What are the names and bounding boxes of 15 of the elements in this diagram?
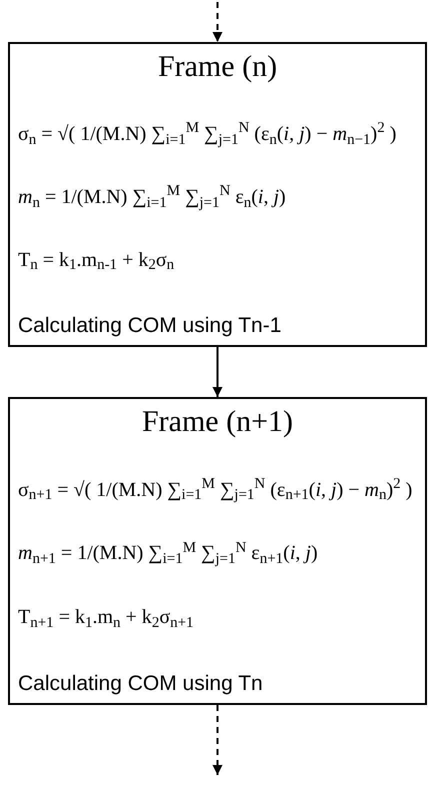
arrow [212, 2, 222, 42]
process-box [8, 397, 427, 705]
formula: m$_{n+1}$ = 1/(M.N) ∑$_{i=1}$$^{M}$ ∑$_{j=1}$$^{N}$ ε$_{n+1}$(i, j) [18, 540, 319, 568]
formula: m$_{n}$ = 1/(M.N) ∑$_{i=1}$$^{M}$ ∑$_{j=1}$$^{N}$ ε$_{n}$(i, j) [18, 184, 287, 212]
step-text: Calculating COM using Tn [18, 670, 264, 696]
formula: σ$_{n}$ = √( 1/(M.N) ∑$_{i=1}$$^{M}$ ∑$_{j=1}$$^{N}$ (ε$_{n}$(i, j) − m$_{n−1}$)$^{2}$ ) [18, 120, 398, 148]
formula: T$_{n}$ = k$_{1}$.m$_{n-1}$ + k$_{2}$σ$_{n}$ [18, 248, 176, 274]
process-box [8, 42, 427, 347]
arrow [212, 705, 222, 775]
arrow [212, 347, 222, 397]
formula: σ$_{n+1}$ = √( 1/(M.N) ∑$_{i=1}$$^{M}$ ∑$_{j=1}$$^{N}$ (ε$_{n+1}$(i, j) − m$_{n}$)$^{2}$ ) [18, 476, 414, 504]
step-text: Calculating COM using Tn-1 [18, 312, 282, 338]
formula: T$_{n+1}$ = k$_{1}$.m$_{n}$ + k$_{2}$σ$_{n+1}$ [18, 604, 195, 632]
frame-heading: Frame (n+1) [142, 404, 294, 440]
frame-heading: Frame (n) [158, 49, 278, 85]
